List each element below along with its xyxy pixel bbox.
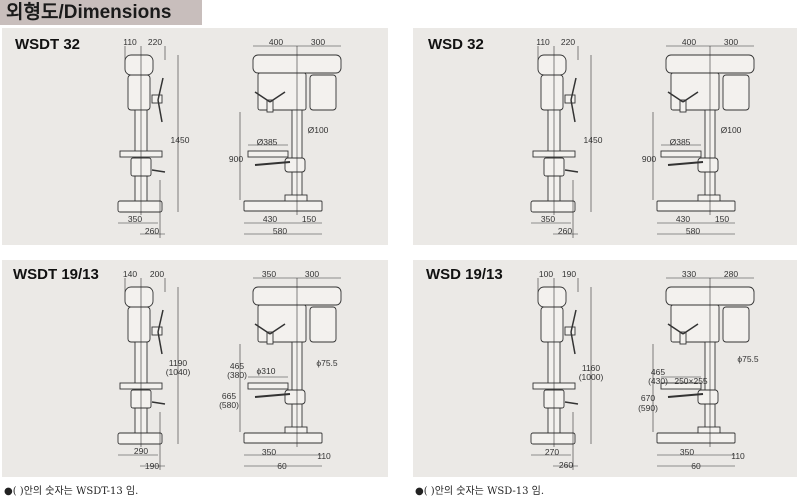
section-header: 외형도/Dimensions [0,0,202,25]
dim-label: ϕ310 [256,366,276,376]
dim-label: 430 [675,214,691,224]
dim-label: 430 [262,214,278,224]
dim-label: 465 [650,367,666,377]
dim-label: 350 [679,447,695,457]
dim-label: (580) [219,400,239,410]
dim-label: 100 [538,269,554,279]
dim-label: 150 [301,214,317,224]
dim-label: 350 [127,214,143,224]
dim-label: 1450 [583,135,603,145]
dim-label: 110 [123,37,137,47]
drill-press-front-view [652,277,755,467]
dim-label: 350 [540,214,556,224]
dim-label: 220 [560,37,576,47]
dim-label: (1000) [578,372,604,382]
dim-label: 110 [536,37,550,47]
drill-press-front-view [239,45,342,235]
dim-label: 60 [277,461,287,471]
dim-label: 260 [557,226,573,236]
dim-label: 665 [221,391,237,401]
drill-press-side-view [117,46,179,238]
dim-label: 330 [681,269,697,279]
dim-label: 670 [640,393,656,403]
dim-label: 290 [133,446,149,456]
dim-label: 260 [558,460,574,470]
dim-label: 465 [229,361,245,371]
model-title: WSDT 32 [15,36,81,53]
dim-label: 900 [641,154,657,164]
dim-label: 400 [268,37,284,47]
dim-label: Ø385 [669,137,691,147]
dim-label: 580 [272,226,288,236]
footnote: ●( )안의 숫자는 WSD-13 임. [415,486,545,497]
footnote: ●( )안의 숫자는 WSDT-13 임. [4,486,139,497]
dim-label: 350 [261,447,277,457]
dim-label: 300 [304,269,320,279]
dim-label: (380) [227,370,247,380]
dim-label: ϕ75.5 [737,354,759,364]
dim-label: 400 [681,37,697,47]
dim-label: 110 [731,451,745,461]
dim-label: 1160 [581,363,601,373]
dim-label: 580 [685,226,701,236]
dim-label: (590) [638,403,658,413]
dim-label: (430) [648,376,668,386]
drill-press-side-view [530,278,592,470]
dim-label: 220 [147,37,163,47]
dim-label: 250×255 [674,376,708,386]
dim-label: 190 [144,461,160,471]
dim-label: 190 [561,269,577,279]
dim-label: Ø100 [307,125,329,135]
dim-label: 1190 [168,358,188,368]
drill-press-side-view [530,46,592,238]
model-title: WSDT 19/13 [13,266,99,283]
model-title: WSD 19/13 [426,266,503,283]
dim-label: 110 [317,451,331,461]
dim-label: Ø385 [256,137,278,147]
dim-label: 350 [261,269,277,279]
dim-label: 300 [310,37,326,47]
dim-label: 140 [122,269,138,279]
model-title: WSD 32 [428,36,484,53]
dim-label: ϕ75.5 [316,358,338,368]
dim-label: 200 [149,269,165,279]
drill-press-side-view [117,278,179,470]
dim-label: 280 [723,269,739,279]
dim-label: 270 [544,447,560,457]
drill-press-front-view [652,45,755,235]
dim-label: 60 [691,461,701,471]
dim-label: (1040) [165,367,191,377]
dim-label: Ø100 [720,125,742,135]
drill-press-front-view [239,277,342,467]
dim-label: 900 [228,154,244,164]
dim-label: 1450 [170,135,190,145]
dim-label: 150 [714,214,730,224]
dim-label: 300 [723,37,739,47]
dim-label: 260 [144,226,160,236]
